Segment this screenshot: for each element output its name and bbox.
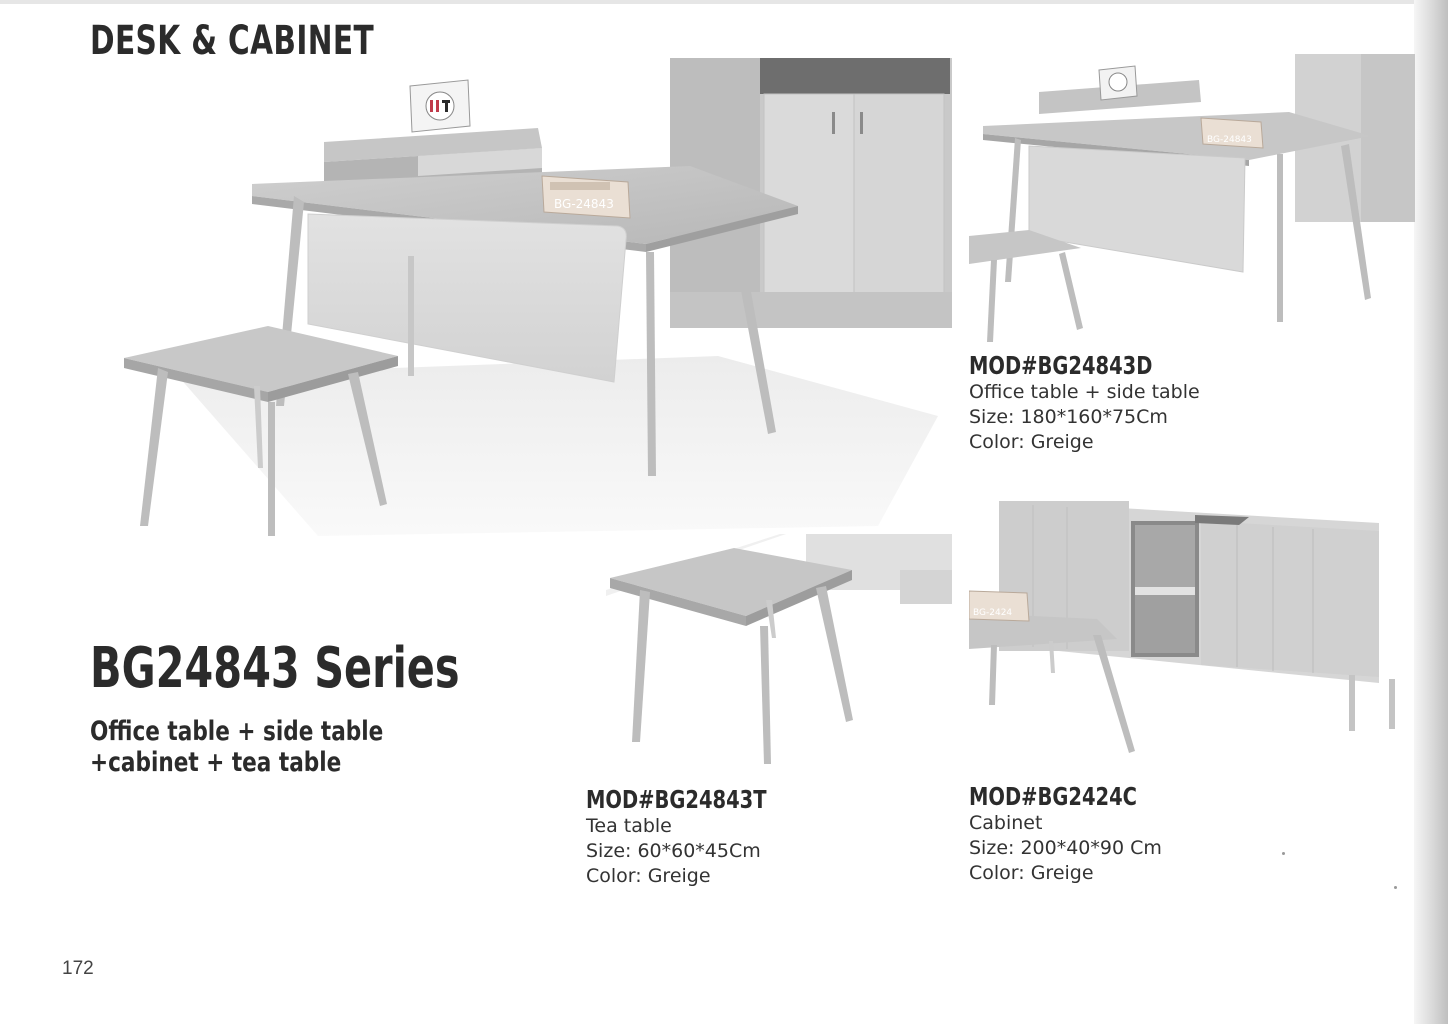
desk-nameplate-text: BG-24843: [554, 197, 614, 211]
scan-speck: [1394, 886, 1397, 889]
page-binding-shadow: [1414, 0, 1448, 1024]
product-size: Size: 60*60*45Cm: [586, 840, 761, 862]
desk-nameplate: BG-24843: [541, 175, 631, 219]
page-number: 172: [62, 958, 94, 979]
product-size: Size: 200*40*90 Cm: [969, 837, 1162, 859]
product-color: Color: Greige: [969, 431, 1094, 453]
product-name: Tea table: [586, 815, 672, 837]
product-color: Color: Greige: [969, 862, 1094, 884]
model-number: MOD#BG24843T: [586, 785, 767, 814]
detail-nameplate-text: BG-24843: [1207, 135, 1252, 145]
series-subtitle: Office table + side table +cabinet + tea…: [90, 716, 383, 778]
page-top-edge: [0, 0, 1448, 4]
product-cabinet: MOD#BG2424C Cabinet Size: 200*40*90 Cm C…: [969, 783, 1184, 886]
tea-table-photo: [600, 530, 952, 770]
series-title: BG24843 Series: [90, 636, 460, 701]
side-table: [124, 326, 398, 536]
product-name: Office table + side table: [969, 381, 1200, 403]
product-name: Cabinet: [969, 812, 1043, 834]
product-tea-table: MOD#BG24843T Tea table Size: 60*60*45Cm …: [586, 786, 817, 889]
product-size: Size: 180*160*75Cm: [969, 406, 1168, 428]
model-number: MOD#BG24843D: [969, 351, 1153, 380]
scan-speck: [1282, 852, 1285, 855]
cabinet-photo: BG-2424: [969, 495, 1415, 757]
series-subtitle-line: +cabinet + tea table: [90, 747, 342, 778]
brand-plaque: [409, 79, 471, 133]
page-title: DESK & CABINET: [90, 18, 375, 64]
hero-product-photo: BG-24843: [118, 56, 958, 546]
product-office-table: MOD#BG24843D Office table + side table S…: [969, 352, 1204, 455]
product-color: Color: Greige: [586, 865, 711, 887]
office-table-photo: BG-24843: [969, 50, 1415, 350]
series-subtitle-line: Office table + side table: [90, 716, 384, 747]
cabinet-nameplate-text: BG-2424: [973, 608, 1012, 618]
model-number: MOD#BG2424C: [969, 782, 1137, 811]
